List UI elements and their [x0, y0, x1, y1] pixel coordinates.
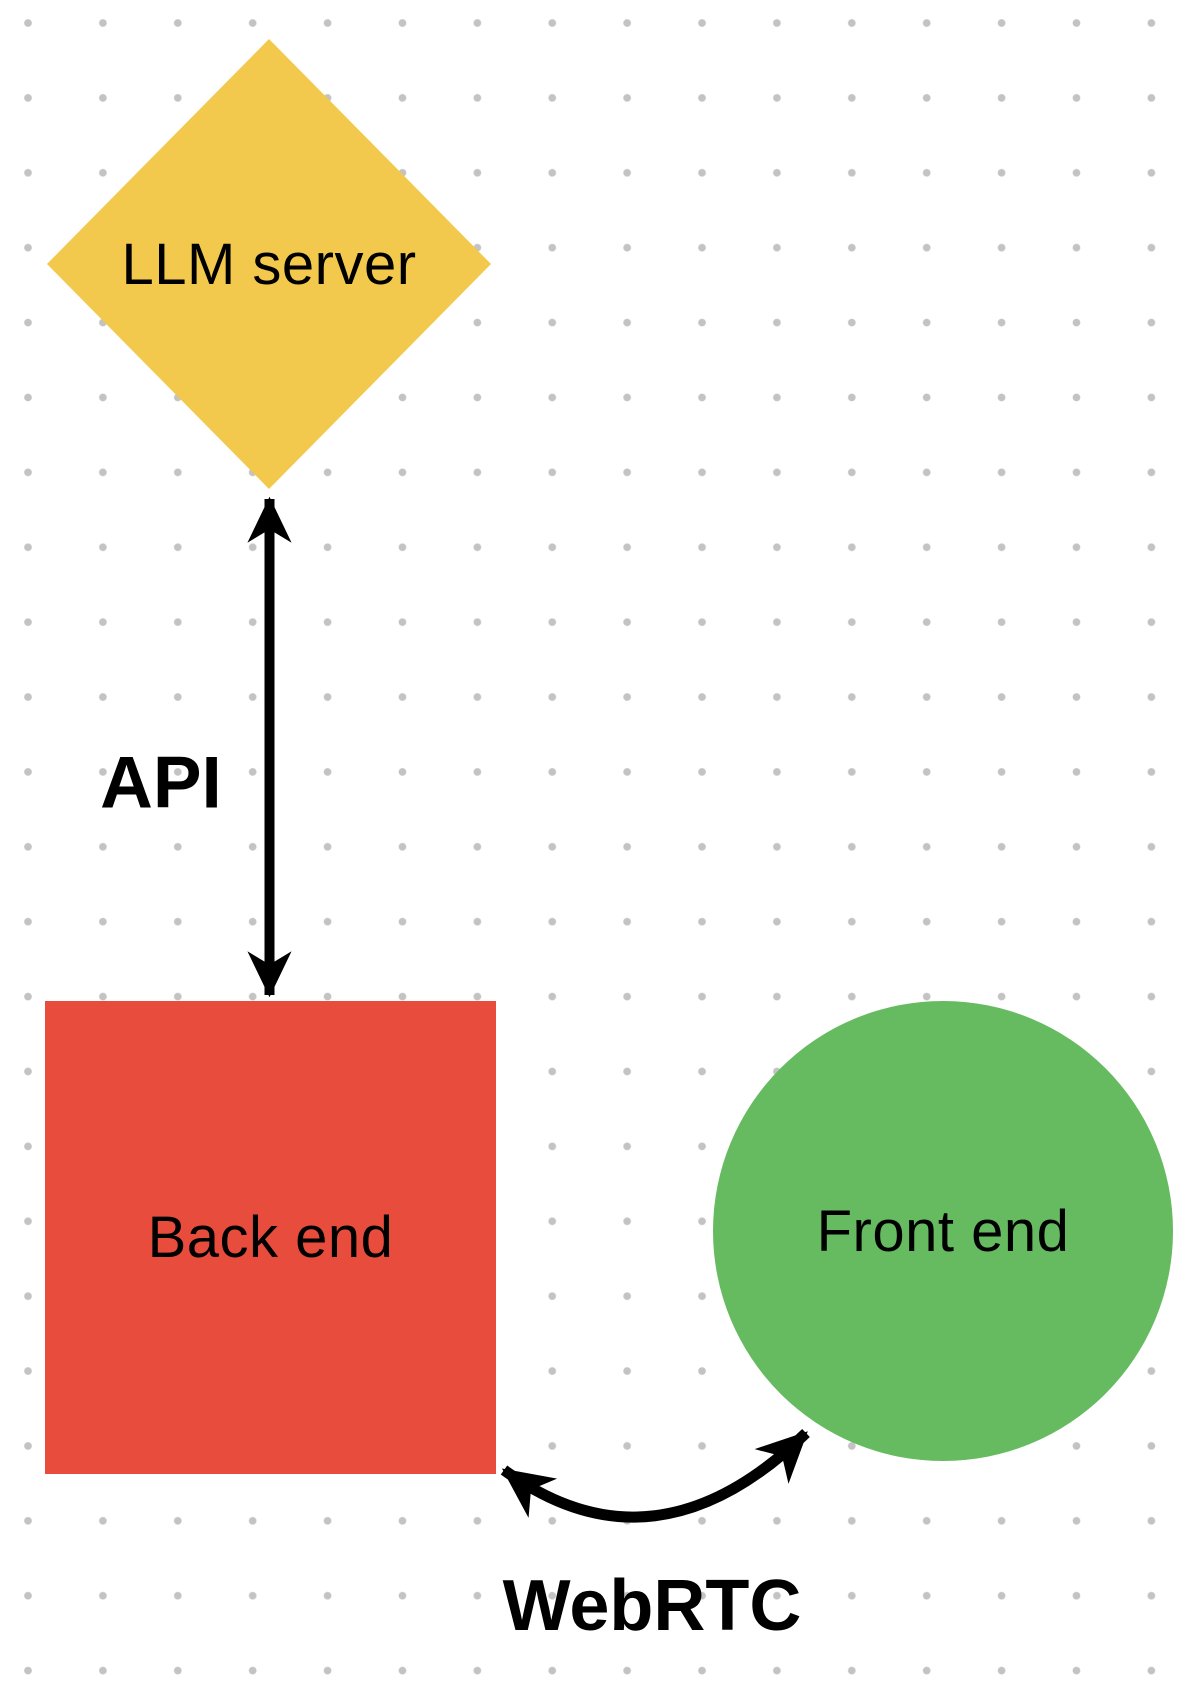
- webrtc-connector-arrow[interactable]: [500, 1429, 810, 1523]
- node-llm-server-label: LLM server: [121, 231, 417, 297]
- edge-label-webrtc[interactable]: WebRTC: [502, 1566, 802, 1646]
- node-back-end[interactable]: Back end: [45, 1001, 496, 1474]
- edge-label-api[interactable]: API: [100, 742, 222, 824]
- node-front-end-label: Front end: [816, 1198, 1070, 1264]
- node-back-end-label: Back end: [147, 1205, 394, 1270]
- node-front-end[interactable]: Front end: [713, 1001, 1173, 1461]
